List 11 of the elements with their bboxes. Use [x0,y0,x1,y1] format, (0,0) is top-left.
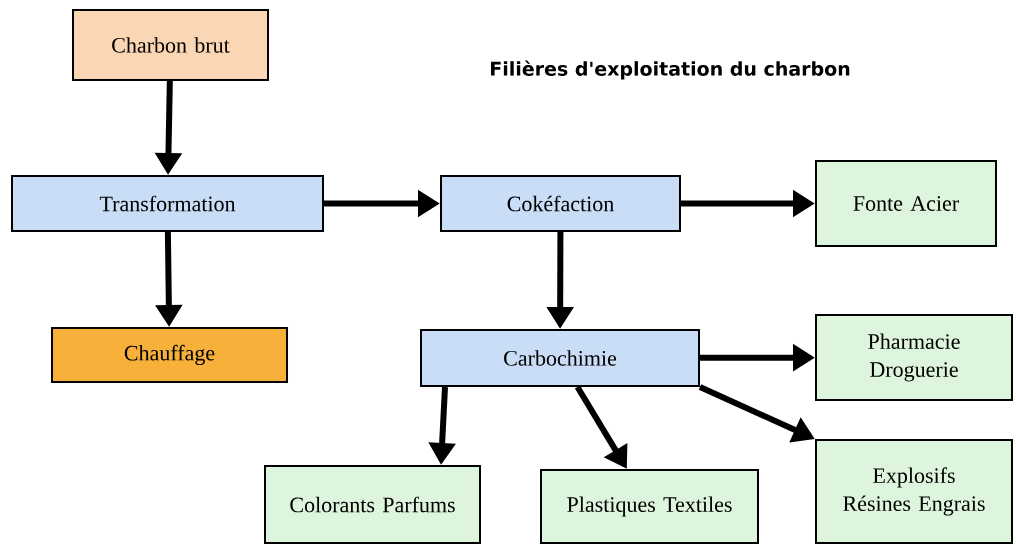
title: Filières d'exploitation du charbon [491,60,850,80]
process-box: Carbochimie [420,329,700,387]
product-box: Plastiques Textiles [540,469,759,544]
product-box: Fonte Acier [815,160,997,247]
product-box: Pharmacie Droguerie [815,314,1013,401]
source-box: Charbon brut [72,9,269,81]
process-box: Transformation [11,175,324,232]
process-box: Cokéfaction [440,175,681,232]
product-box: Explosifs Résines Engrais [815,439,1013,544]
product-box: Colorants Parfums [264,465,481,544]
process-box: Chauffage [51,327,288,383]
